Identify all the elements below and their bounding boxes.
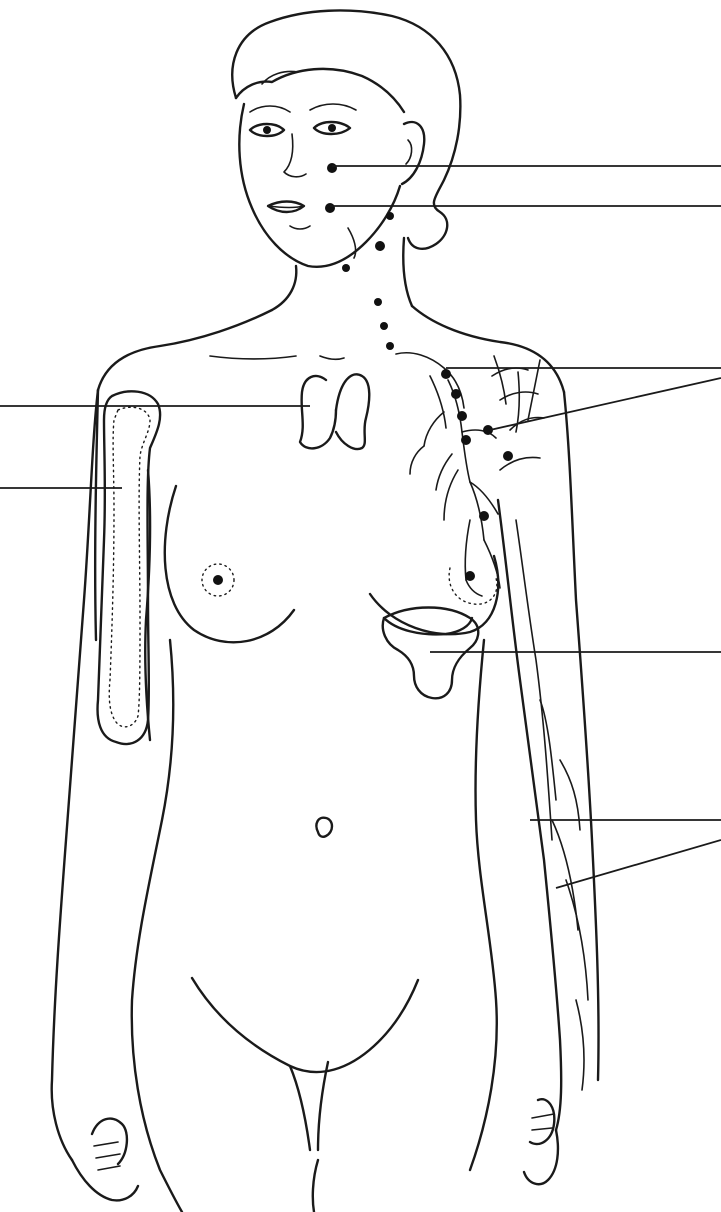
leader-line (490, 378, 721, 430)
humerus (98, 391, 161, 744)
eyebrow-left (250, 106, 290, 112)
breasts (165, 486, 498, 642)
left-arm (72, 390, 160, 1200)
right-arm (498, 500, 588, 1184)
breast-left (165, 486, 294, 642)
stomach (383, 608, 479, 699)
neck (272, 228, 412, 310)
navel (316, 818, 332, 837)
ear (402, 122, 424, 184)
waist-line (192, 978, 418, 1072)
leader-lines (0, 166, 721, 888)
eyebrow-right (310, 104, 356, 110)
face (239, 104, 424, 267)
leader-line (556, 840, 721, 888)
torso (52, 306, 599, 1212)
lymph-nodes (325, 163, 513, 581)
thyroid (300, 374, 369, 449)
